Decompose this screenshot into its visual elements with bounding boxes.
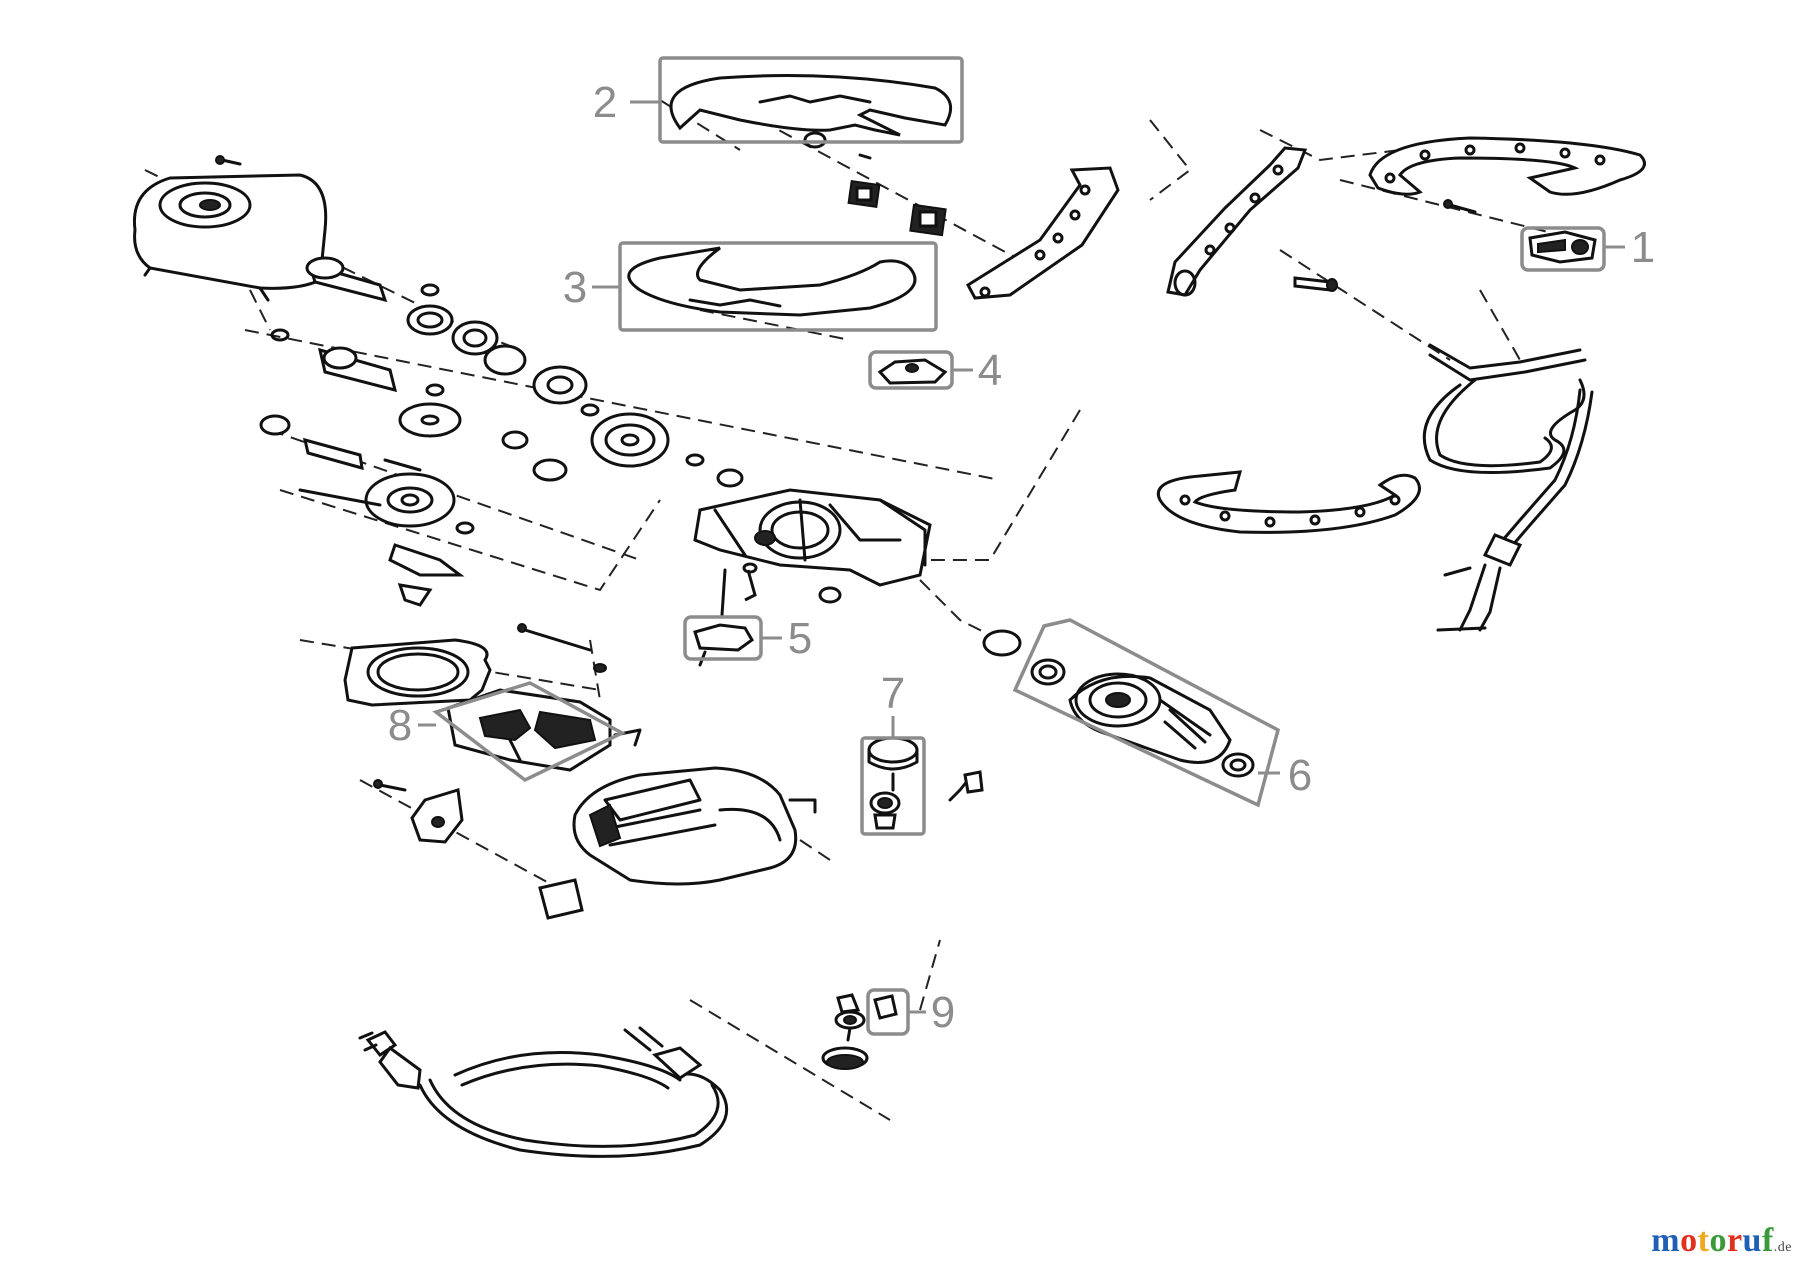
switch-unit xyxy=(1528,230,1597,264)
bracket-bolt xyxy=(1293,276,1338,292)
watermark-letter-r: r xyxy=(1726,1222,1743,1259)
screw-top-left xyxy=(215,155,242,166)
callout-6-label: 6 xyxy=(1288,751,1312,800)
callout-2-label: 2 xyxy=(593,78,617,127)
bottom-handle-cover xyxy=(627,246,917,317)
power-cord xyxy=(358,1026,729,1158)
callout-9: 9 xyxy=(866,988,955,1037)
handle-screw-nut xyxy=(803,131,947,237)
carbon-brush-assembly-lower xyxy=(821,993,898,1070)
stator xyxy=(446,688,642,772)
callout-1: 1 xyxy=(1520,223,1655,272)
drive-shaft-row-1 xyxy=(305,256,588,405)
horseshoe-guard-top xyxy=(1368,136,1646,196)
mounting-bracket-right xyxy=(1166,146,1308,297)
callout-9-label: 9 xyxy=(931,988,955,1037)
cable-clamp xyxy=(373,779,464,844)
cable-harness xyxy=(1422,343,1594,632)
label-plate xyxy=(538,878,584,920)
callout-5-label: 5 xyxy=(788,614,812,663)
watermark-letter-f: f xyxy=(1761,1222,1774,1259)
front-housing-cover xyxy=(132,173,328,302)
callout-7-label: 7 xyxy=(881,669,905,718)
horseshoe-guard-bottom xyxy=(1156,470,1421,534)
watermark-domain: .de xyxy=(1773,1240,1792,1255)
stator-gasket xyxy=(343,638,492,707)
watermark-letter-t: t xyxy=(1697,1222,1710,1259)
guard-screw xyxy=(1443,199,1477,214)
armature xyxy=(982,629,1255,778)
callout-6: 6 xyxy=(1012,618,1312,808)
callout-8-label: 8 xyxy=(388,701,412,750)
top-handle-cover xyxy=(669,74,953,137)
callout-3: 3 xyxy=(563,241,938,332)
gearbox-housing xyxy=(693,488,932,604)
carbon-brush-assembly-upper xyxy=(867,736,984,830)
callout-7: 7 xyxy=(860,669,926,836)
callout-4-label: 4 xyxy=(978,346,1002,395)
callout-8: 8 xyxy=(388,681,626,783)
callout-5: 5 xyxy=(683,614,812,663)
drive-shaft-row-2 xyxy=(270,328,744,488)
watermark-letter-m: m xyxy=(1651,1222,1681,1259)
mounting-bracket-left xyxy=(966,166,1120,300)
watermark-letter-o2: o xyxy=(1709,1222,1727,1259)
motor-housing xyxy=(572,766,817,886)
callout-3-label: 3 xyxy=(563,263,587,312)
switch-cover xyxy=(877,358,948,385)
assembly-lines xyxy=(144,99,1581,1121)
watermark-letter-o: o xyxy=(1680,1222,1698,1259)
motoruf-watermark: motoruf.de xyxy=(1651,1222,1792,1260)
callout-1-label: 1 xyxy=(1631,223,1655,272)
watermark-letter-u: u xyxy=(1742,1222,1762,1259)
drive-shaft-row-3 xyxy=(259,414,568,607)
callout-4: 4 xyxy=(868,346,1002,395)
long-screws xyxy=(517,623,607,673)
callout-2: 2 xyxy=(593,56,964,144)
